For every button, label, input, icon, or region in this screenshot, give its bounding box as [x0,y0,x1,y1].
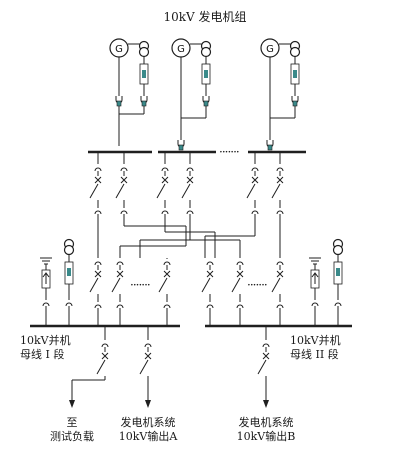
arrow-test-load-icon [69,400,75,408]
output-a-line2: 10kV输出A [119,429,179,443]
bus-left-label-2: 母线 I 段 [20,347,64,361]
upper-feeders [89,152,284,258]
arrow-output-a-icon [145,400,151,408]
bus-right-label-1: 10kV并机 [290,333,341,347]
bus-left-label-1: 10kV并机 [20,333,71,347]
lower-feeders: ······· ······· [89,258,284,325]
arrow-output-b-icon [263,400,269,408]
output-b-line1: 发电机系统 [239,415,294,429]
left-pt-cubicle [40,238,75,325]
outgoing-feeder-b [257,326,270,408]
right-pt-cubicle [309,238,344,325]
generator-3-letter: G [266,44,274,55]
generator-set-2: G [171,38,212,151]
output-test-load-line1: 至 [67,416,78,429]
crossover-links [119,226,241,258]
diagram-title: 10kV 发电机组 [163,9,246,24]
bus-right-label-2: 母线 II 段 [290,347,339,361]
output-b-line2: 10kV输出B [237,429,296,443]
generator-1-letter: G [115,44,123,55]
generator-set-1: G [109,38,150,146]
output-a-line1: 发电机系统 [121,415,176,429]
outgoing-feeder-test-load [69,326,109,408]
output-test-load-line2: 测试负载 [50,429,94,443]
generator-2-letter: G [177,44,185,55]
upper-dots: ······· [219,145,239,159]
generator-set-3: G [260,38,301,151]
lower-right-dots: ······· [247,278,267,292]
lower-left-dots: ······· [130,278,150,292]
outgoing-feeder-a [139,326,152,408]
